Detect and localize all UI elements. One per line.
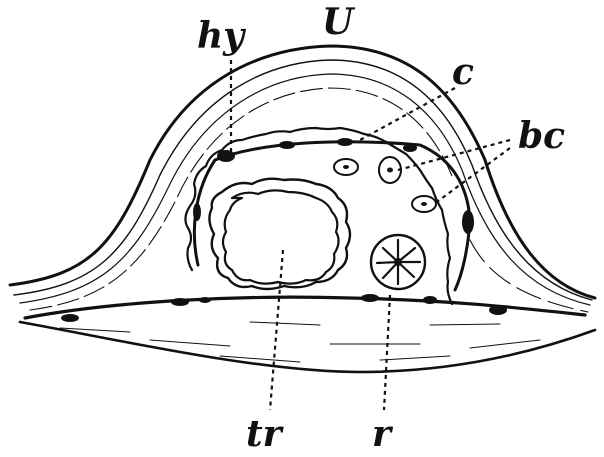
chamber-floor	[23, 295, 587, 320]
label-bc: bc	[518, 115, 565, 157]
rhabdom	[369, 233, 427, 291]
lower-body-striations	[59, 321, 541, 363]
label-c: c	[452, 51, 474, 93]
small-cells	[333, 156, 437, 213]
label-r: r	[372, 413, 394, 455]
nuclei	[61, 138, 507, 322]
wavy-inner-layer	[184, 126, 454, 306]
label-U: U	[322, 1, 356, 43]
trachea	[208, 177, 352, 291]
outer-dome-layers	[8, 44, 597, 313]
lower-body-outline	[18, 320, 597, 374]
label-tr: tr	[246, 413, 285, 455]
label-hy: hy	[197, 15, 246, 57]
leader-lines	[229, 60, 511, 411]
